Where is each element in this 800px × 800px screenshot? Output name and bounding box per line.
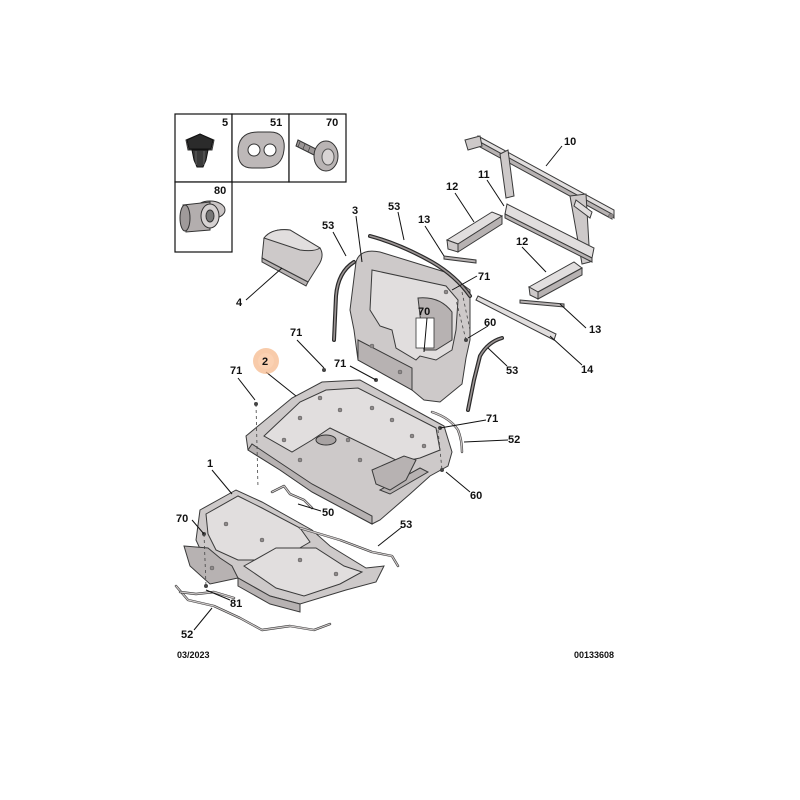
callout-71-d: 71: [230, 365, 242, 377]
callout-1: 1: [207, 458, 213, 470]
grommet-icon: [237, 131, 285, 169]
callout-labels: 5 51 70 80 10 11 12 12 53 3 53 13 71 4 7…: [176, 117, 601, 641]
callout-12-top: 12: [446, 181, 458, 193]
callout-10: 10: [564, 136, 576, 148]
callout-71-e: 71: [486, 413, 498, 425]
callout-53-a: 53: [322, 220, 334, 232]
diagram-date: 03/2023: [177, 650, 210, 660]
inset-label-5: 5: [222, 117, 228, 129]
cover-pad-4: [261, 229, 323, 287]
callout-52-a: 52: [508, 434, 520, 446]
callout-3: 3: [352, 205, 358, 217]
wire-52-right: [430, 410, 464, 454]
block-12-upper: [445, 211, 504, 253]
rivet-nut-icon: [179, 200, 226, 233]
callout-70-a: 70: [418, 306, 430, 318]
seal-53-right: [466, 336, 504, 412]
callout-13-b: 13: [589, 324, 601, 336]
bar-11: [504, 203, 595, 263]
callout-71-a: 71: [478, 271, 490, 283]
callout-13-a: 13: [418, 214, 430, 226]
callout-60-b: 60: [470, 490, 482, 502]
callout-53-b: 53: [388, 201, 400, 213]
callout-2: 2: [262, 356, 268, 368]
rail-frame-10: [464, 135, 615, 265]
callout-11: 11: [478, 169, 490, 181]
callout-81: 81: [230, 598, 242, 610]
callout-4: 4: [236, 297, 243, 309]
callout-52-b: 52: [181, 629, 193, 641]
fastener-guides: [202, 291, 471, 588]
block-12-lower: [527, 261, 583, 300]
leader-lines: [191, 145, 587, 631]
front-floor-1: [183, 489, 385, 613]
callout-12-mid: 12: [516, 236, 528, 248]
inset-grid: [174, 113, 347, 253]
callout-71-b: 71: [290, 327, 302, 339]
callout-14: 14: [581, 364, 594, 376]
push-clip-icon: [185, 133, 215, 168]
diagram-reference: 00133608: [574, 650, 614, 660]
callout-70-b: 70: [176, 513, 188, 525]
callout-50: 50: [322, 507, 334, 519]
wire-53-lower: [298, 526, 400, 568]
seal-53-left: [332, 260, 356, 342]
inset-label-70: 70: [326, 117, 338, 129]
screw-icon: [295, 139, 339, 172]
rod-13-lower: [519, 299, 565, 308]
inset-label-51: 51: [270, 117, 282, 129]
rod-13-upper: [443, 255, 477, 264]
wire-52-lower: [174, 584, 332, 632]
callout-71-c: 71: [334, 358, 346, 370]
inset-label-80: 80: [214, 185, 226, 197]
wire-50: [270, 484, 314, 510]
seal-53-top: [368, 234, 472, 298]
rear-panel-3: [349, 250, 471, 403]
callout-53-d: 53: [400, 519, 412, 531]
callout-60-a: 60: [484, 317, 496, 329]
wire-81: [178, 590, 236, 600]
floor-tray-2: [245, 379, 453, 525]
callout-53-c: 53: [506, 365, 518, 377]
